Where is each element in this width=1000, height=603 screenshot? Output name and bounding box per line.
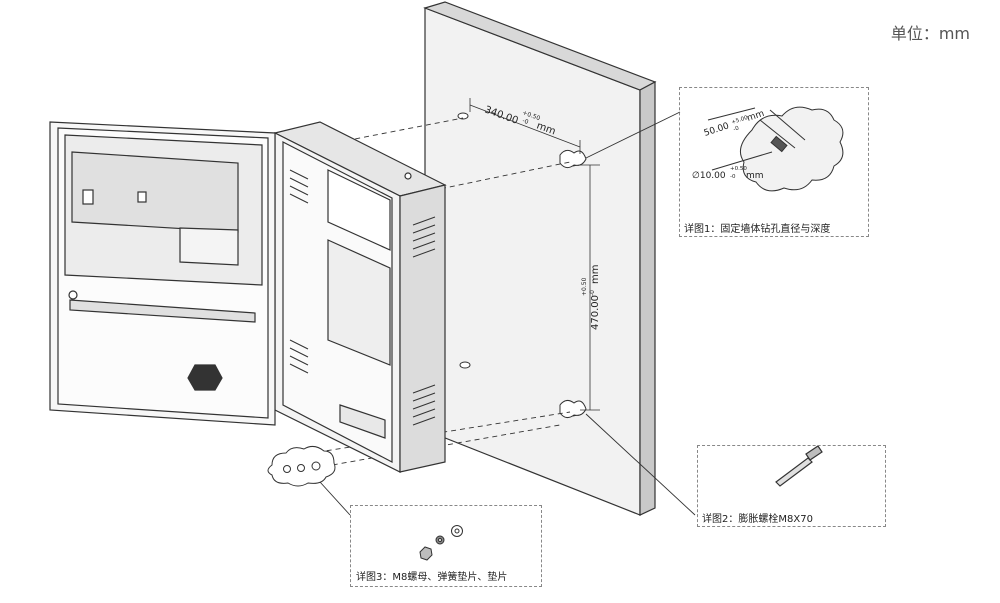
detail1-caption: 详图1：固定墙体钻孔直径与深度 [684, 224, 831, 235]
detail1-diameter-unit: mm [746, 171, 764, 181]
unit-label: 单位：mm [890, 24, 970, 43]
detail1-diameter-tol-plus: +0.50 [730, 166, 747, 172]
detail3-box [350, 505, 542, 587]
detail1-diameter-value: ∅10.00 [692, 171, 726, 181]
cabinet-door [49, 121, 276, 426]
width-dimension [469, 98, 581, 154]
height-tolerance-minus: -0 [589, 290, 596, 296]
cabinet-body [273, 121, 447, 473]
height-value: 470.00 [590, 295, 601, 330]
detail3-caption: 详图3：M8螺母、弹簧垫片、垫片 [356, 572, 508, 583]
detail3-hardware [419, 525, 463, 561]
detail1-depth-tol-plus: +5.00 [731, 115, 749, 126]
height-dimension [580, 164, 600, 411]
detail2-expansion-bolt [775, 445, 823, 487]
wall-anchors [457, 112, 587, 419]
detail1-box [679, 87, 869, 237]
height-unit: mm [590, 265, 601, 284]
detail1-depth-tol-minus: -0 [733, 125, 741, 133]
detail2-caption: 详图2：膨胀螺栓M8X70 [702, 514, 813, 525]
width-tolerance-minus: -0 [521, 117, 529, 126]
wall [423, 1, 657, 516]
height-tolerance-plus: +0.50 [581, 277, 588, 296]
cabinet-vents [289, 169, 436, 426]
detail1-drill-hole [707, 106, 844, 192]
detail1-diameter-tol-minus: -0 [730, 174, 736, 180]
leader-lines [319, 111, 696, 516]
detail2-box [697, 445, 886, 527]
washer-cloud [267, 445, 336, 487]
